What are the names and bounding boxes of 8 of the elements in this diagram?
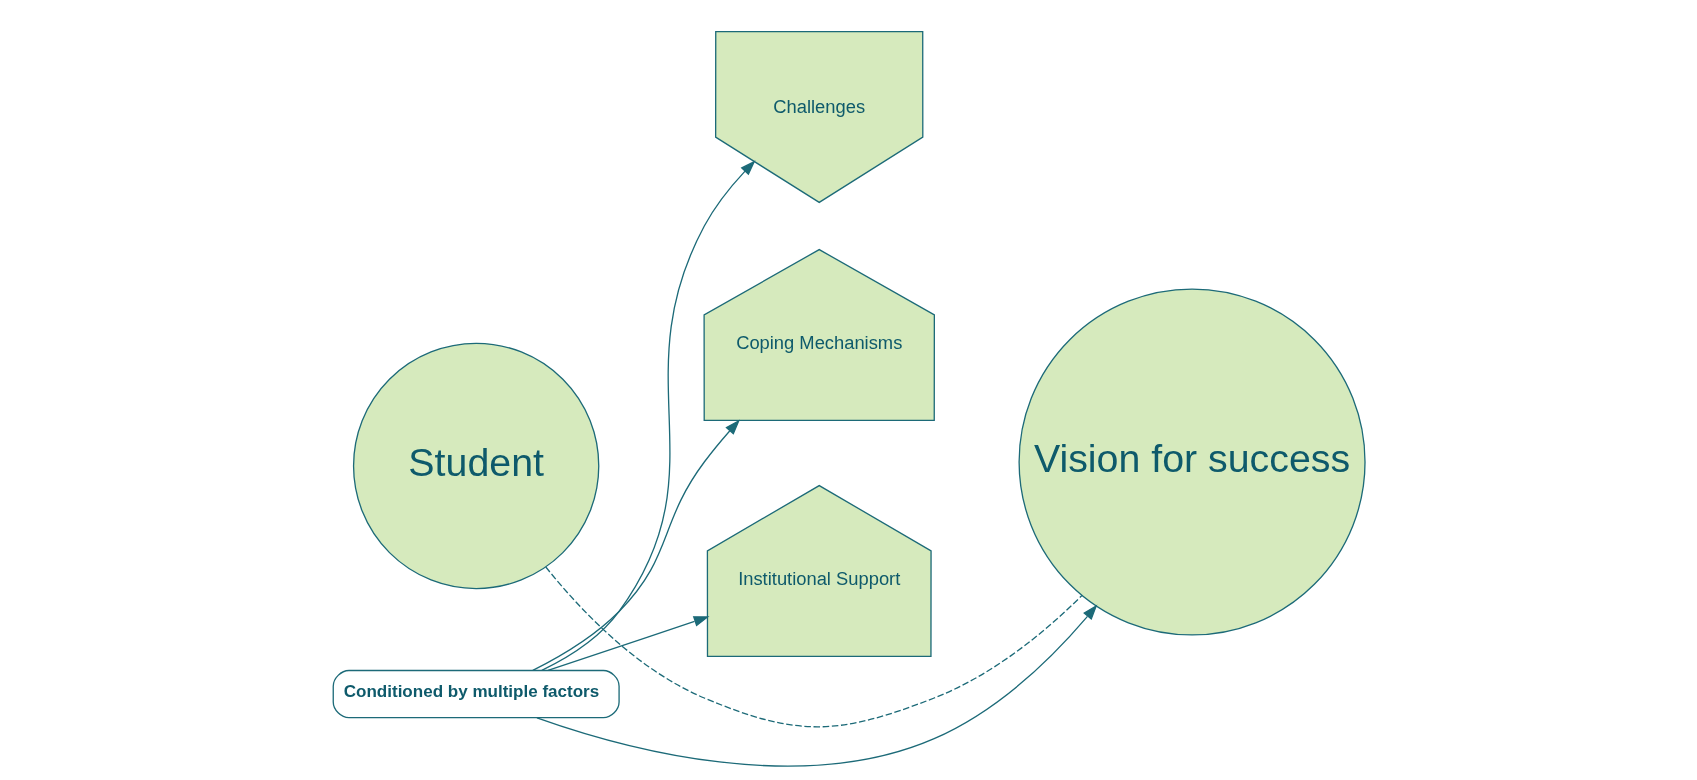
arrow [540,160,756,672]
node-box: Conditioned by multiple factors [332,669,620,719]
arrow [546,616,709,672]
node-circle: Student [352,342,599,590]
arrow [531,419,740,671]
arrow [535,604,1097,767]
node-circle: Vision for success [1017,288,1366,636]
connector [544,566,1083,728]
